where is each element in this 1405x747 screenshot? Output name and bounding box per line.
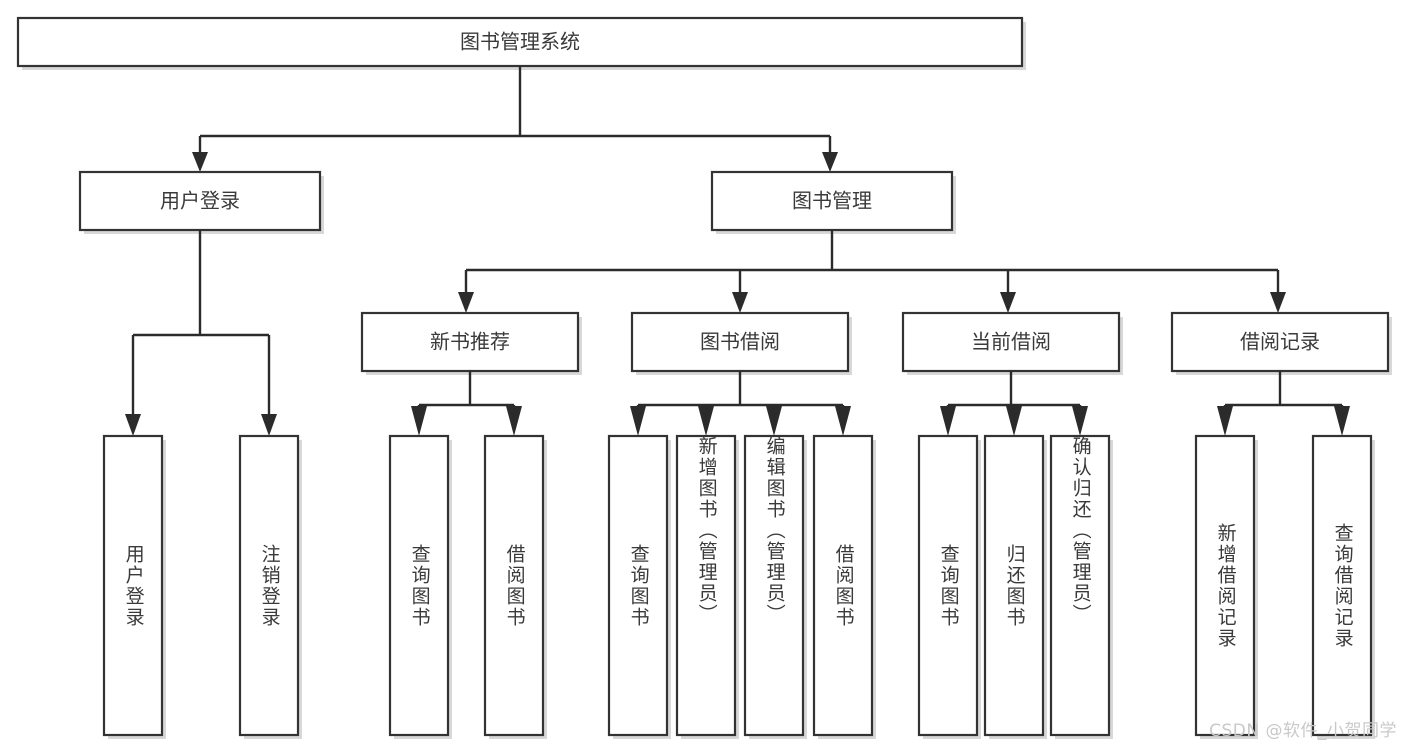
arrow-head-bb-2 [766, 406, 782, 436]
node-new-book-rec-label: 新书推荐 [430, 330, 510, 354]
leaf-borrow-book-2-box [812, 434, 874, 737]
leaf-node-edit-book[interactable] [743, 434, 807, 739]
arrow-head-book-manage [822, 152, 838, 172]
leaf-query-book-2-box [607, 434, 669, 737]
node-borrow-record[interactable]: 借阅记录 [1170, 311, 1392, 375]
leaf-borrow-book-1-box [483, 434, 545, 737]
leaf-node-query-book-2[interactable] [607, 434, 671, 739]
leaf-node-query-record[interactable] [1311, 434, 1375, 739]
node-book-manage-box [710, 170, 954, 232]
leaf-node-logout[interactable] [238, 434, 302, 739]
leaf-node-user-login[interactable] [102, 434, 166, 739]
leaf-node-borrow-book-2[interactable] [812, 434, 876, 739]
leaf-node-query-book-3[interactable] [917, 434, 981, 739]
leaf-node-borrow-book-1[interactable] [483, 434, 547, 739]
arrow-head-nbr-0 [411, 406, 427, 436]
node-current-borrow-box [901, 311, 1121, 373]
leaf-query-record-box [1311, 434, 1373, 737]
node-new-book-rec[interactable]: 新书推荐 [360, 311, 582, 375]
leaf-add-book-box [675, 434, 737, 737]
node-root-box [16, 16, 1024, 68]
leaf-return-book-box [983, 434, 1045, 737]
node-current-borrow[interactable]: 当前借阅 [901, 311, 1123, 375]
node-user-login-box [78, 170, 322, 232]
leaf-query-book-3-box [917, 434, 979, 737]
node-new-book-rec-box [360, 311, 580, 373]
node-user-login-label: 用户登录 [160, 189, 240, 213]
node-root-label: 图书管理系统 [460, 30, 580, 54]
arrow-head-new-book-rec [458, 292, 474, 313]
arrow-head-br-1 [1334, 406, 1350, 436]
node-book-borrow-label: 图书借阅 [700, 330, 780, 354]
arrow-head-nbr-1 [506, 406, 522, 436]
arrow-head-leaf-user-login [125, 414, 141, 436]
arrow-head-cb-2 [1072, 406, 1088, 436]
node-borrow-record-box [1170, 311, 1390, 373]
arrow-head-leaf-logout [261, 414, 277, 436]
node-user-login[interactable]: 用户登录 [78, 170, 324, 234]
node-book-manage-label: 图书管理 [792, 189, 872, 213]
leaf-confirm-return-box [1049, 434, 1111, 737]
leaf-logout-box [238, 434, 300, 737]
arrow-head-borrow-record [1270, 292, 1286, 313]
leaf-node-add-record[interactable] [1194, 434, 1258, 739]
arrow-head-current-borrow [1000, 292, 1016, 313]
csdn-watermark: CSDN @软件_小贺同学 [1209, 721, 1397, 741]
arrow-head-bb-1 [698, 406, 714, 436]
node-current-borrow-label: 当前借阅 [971, 330, 1051, 354]
arrow-head-user-login [192, 152, 208, 172]
leaf-node-query-book-1[interactable] [388, 434, 452, 739]
leaf-edit-book-box [743, 434, 805, 737]
arrow-head-cb-0 [940, 406, 956, 436]
arrow-head-bb-3 [835, 406, 851, 436]
leaf-user-login-box [102, 434, 164, 737]
node-book-manage[interactable]: 图书管理 [710, 170, 956, 234]
node-root[interactable]: 图书管理系统 [16, 16, 1026, 70]
leaf-node-return-book[interactable] [983, 434, 1047, 739]
leaf-node-confirm-return[interactable] [1049, 434, 1113, 739]
leaf-query-book-1-box [388, 434, 450, 737]
arrow-head-bb-0 [630, 406, 646, 436]
node-book-borrow[interactable]: 图书借阅 [630, 311, 852, 375]
arrow-head-cb-1 [1006, 406, 1022, 436]
leaf-add-record-box [1194, 434, 1256, 737]
leaf-node-add-book[interactable] [675, 434, 739, 739]
arrow-head-book-borrow [732, 292, 748, 313]
node-borrow-record-label: 借阅记录 [1240, 330, 1320, 354]
arrow-head-br-0 [1217, 406, 1233, 436]
